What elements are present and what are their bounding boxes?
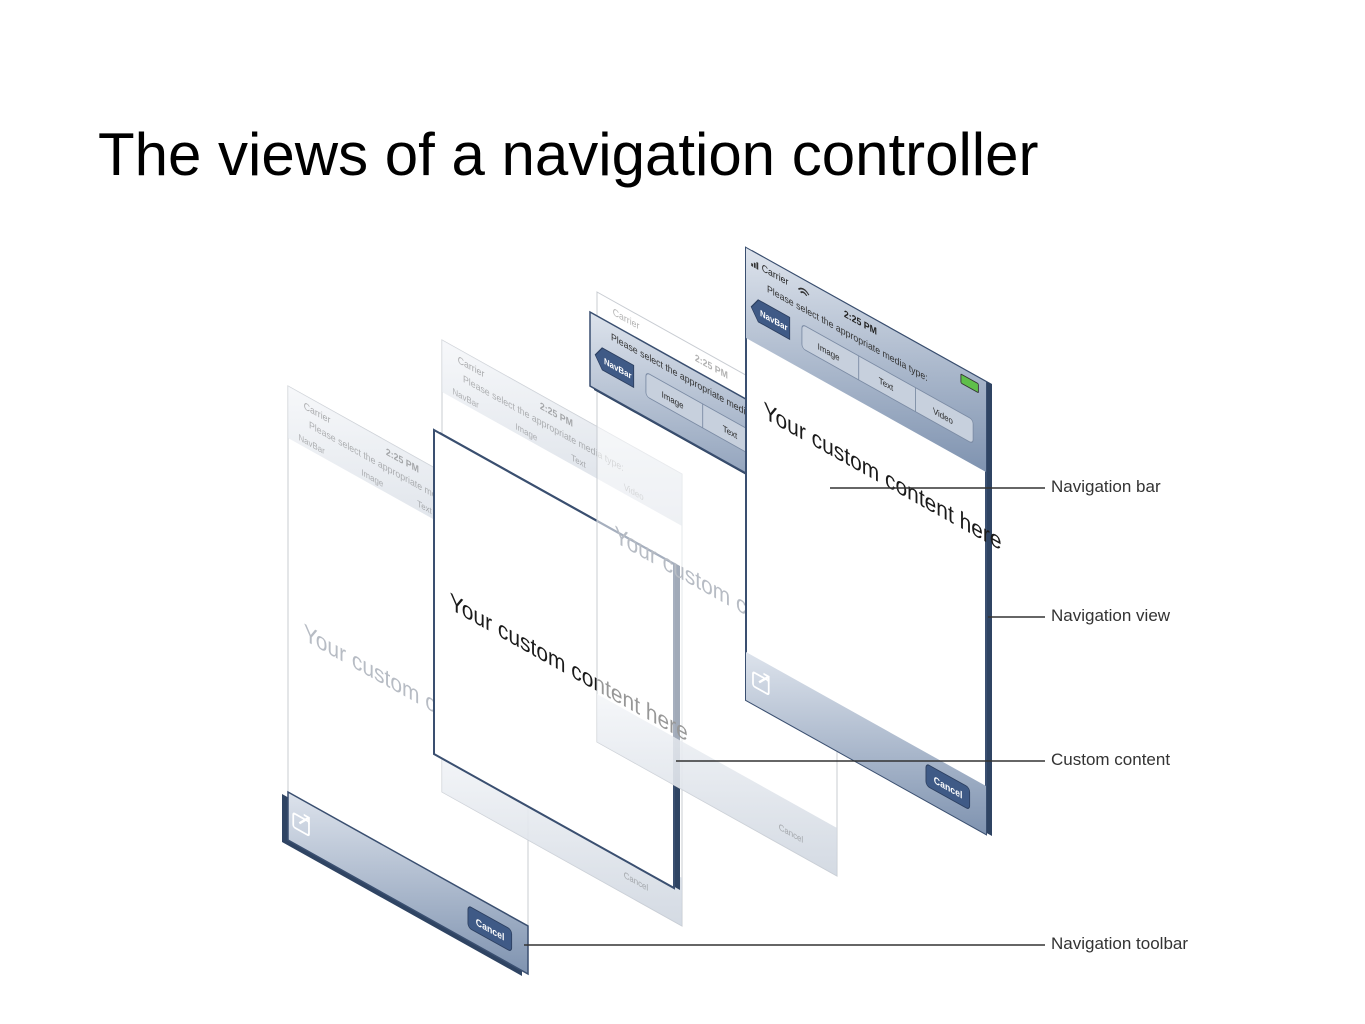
- battery-icon: [960, 373, 979, 393]
- action-icon: [752, 671, 770, 696]
- layer-navigation-view: Carrier 2:25 PM Please select the approp…: [745, 246, 1002, 836]
- wifi-icon: [797, 287, 810, 297]
- toolbar-front: Cancel: [282, 790, 529, 976]
- action-icon: [292, 812, 310, 837]
- callout-custom-content: Custom content: [1051, 750, 1171, 769]
- callout-navigation-bar: Navigation bar: [1051, 477, 1161, 496]
- signal-icon: [751, 261, 759, 270]
- slide-title: The views of a navigation controller: [98, 121, 1039, 188]
- callout-navigation-view: Navigation view: [1051, 606, 1171, 625]
- callout-navigation-toolbar: Navigation toolbar: [1051, 934, 1189, 953]
